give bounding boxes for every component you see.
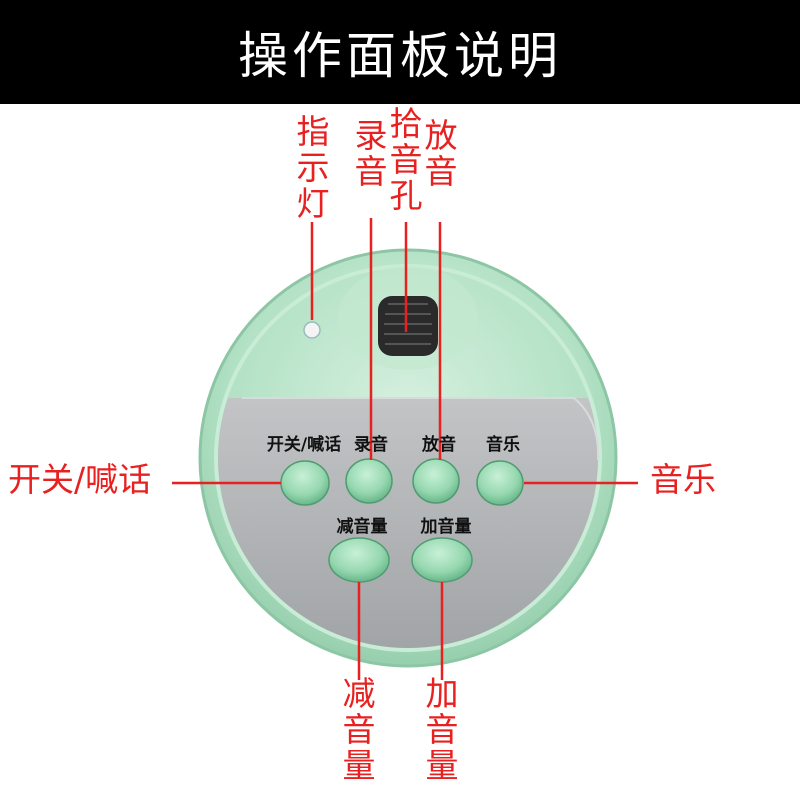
label-volume-down: 减音量 (342, 674, 376, 785)
label-indicator: 指示灯 (296, 112, 330, 223)
playback-button (412, 458, 460, 504)
volume-down-button (328, 537, 390, 583)
label-power-talk: 开关/喊话 (8, 460, 152, 499)
record-button (345, 458, 393, 504)
panel-label-power-talk: 开关/喊话 (266, 435, 342, 455)
label-music: 音乐 (650, 460, 716, 499)
page-title: 操作面板说明 (238, 27, 562, 85)
title-bar: 操作面板说明 (0, 0, 800, 104)
label-mic-hole: 拾音孔 (389, 104, 423, 215)
label-record: 录音 (354, 116, 388, 191)
volume-up-button (411, 537, 473, 583)
panel-label-playback: 放音 (422, 435, 456, 455)
label-playback: 放音 (424, 116, 458, 191)
panel-label-record: 录音 (354, 435, 388, 455)
music-button (476, 460, 524, 506)
panel-label-volume-down: 减音量 (336, 517, 388, 537)
label-volume-up: 加音量 (425, 674, 459, 785)
panel-label-volume-up: 加音量 (420, 517, 472, 537)
indicator-light (303, 321, 321, 339)
callout-lines (172, 218, 638, 680)
mic-hole (378, 296, 438, 356)
panel-label-music: 音乐 (486, 435, 520, 455)
power-talk-button (280, 460, 330, 506)
